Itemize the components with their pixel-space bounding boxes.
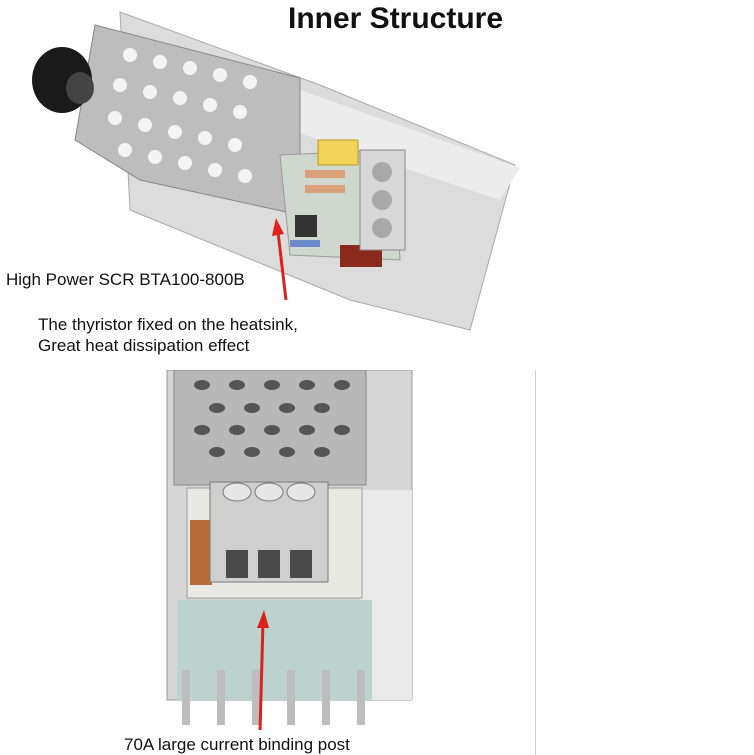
knob-icon [32, 47, 94, 113]
divider-line [535, 370, 536, 755]
heatsink-label-line1: The thyristor fixed on the heatsink, [38, 315, 298, 334]
heatsink-fins [182, 670, 365, 725]
scr-label: High Power SCR BTA100-800B [6, 270, 245, 289]
page-title: Inner Structure [288, 2, 504, 35]
terminal-block [209, 481, 329, 583]
perforated-cover [74, 24, 301, 216]
terminal-block [359, 149, 406, 251]
binding-post-label: 70A large current binding post [124, 735, 350, 754]
heatsink-label: The thyristor fixed on the heatsink, Gre… [38, 314, 298, 356]
top-product-photo [32, 11, 520, 331]
heatsink-label-line2: Great heat dissipation effect [38, 336, 250, 355]
bottom-product-photo [166, 370, 413, 730]
perforated-cover [173, 370, 367, 486]
arrow-icon [272, 218, 288, 301]
arrow-icon [257, 610, 269, 730]
